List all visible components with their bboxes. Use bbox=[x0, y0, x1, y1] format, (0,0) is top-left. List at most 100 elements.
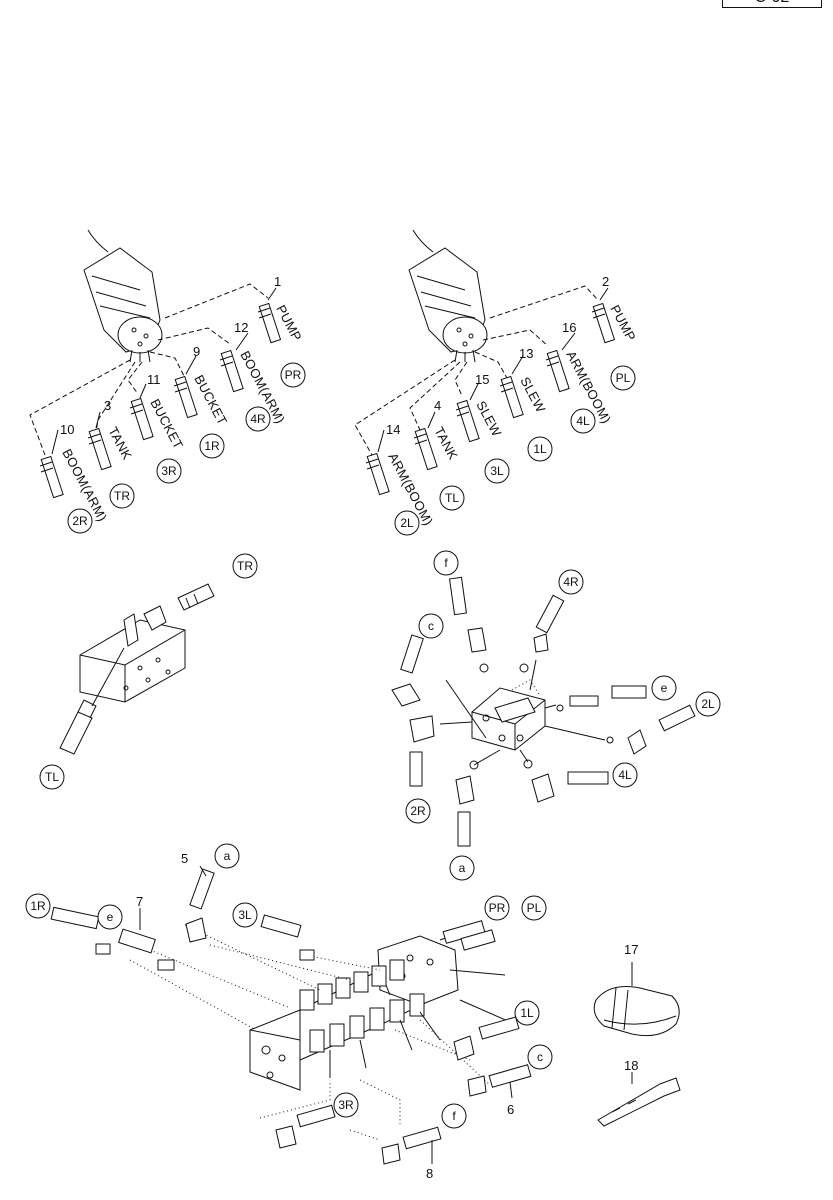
circle-a-bottom: a bbox=[214, 843, 240, 869]
circle-PL-top: PL bbox=[610, 365, 636, 391]
circle-a-mid: a bbox=[449, 855, 475, 881]
callout-15: 15 bbox=[475, 372, 489, 387]
label-bucket-right-b: BUCKET bbox=[147, 396, 186, 451]
circle-1R-bottom: 1R bbox=[25, 893, 51, 919]
callout-14: 14 bbox=[386, 422, 400, 437]
svg-text:PL: PL bbox=[616, 371, 631, 385]
callout-12: 12 bbox=[234, 320, 248, 335]
callout-9: 9 bbox=[193, 344, 200, 359]
svg-text:TR: TR bbox=[114, 489, 130, 503]
circle-3L-bottom: 3L bbox=[232, 902, 258, 928]
port-block bbox=[391, 576, 696, 847]
svg-text:2L: 2L bbox=[400, 516, 414, 530]
fitting-10 bbox=[39, 455, 64, 499]
svg-text:1R: 1R bbox=[30, 899, 46, 913]
svg-text:e: e bbox=[661, 681, 668, 695]
circle-PL-bottom: PL bbox=[521, 895, 547, 921]
callout-5: 5 bbox=[181, 851, 188, 866]
circle-PR-bottom: PR bbox=[484, 895, 510, 921]
fitting-1 bbox=[257, 302, 282, 344]
callout-10: 10 bbox=[60, 422, 74, 437]
part-17-clamp bbox=[593, 986, 680, 1037]
svg-text:c: c bbox=[537, 1050, 543, 1064]
circle-c-bottom: c bbox=[527, 1044, 553, 1070]
callout-3: 3 bbox=[104, 398, 111, 413]
svg-text:PR: PR bbox=[285, 368, 302, 382]
callout-16: 16 bbox=[562, 320, 576, 335]
circle-PR-top: PR bbox=[280, 362, 306, 388]
svg-text:2L: 2L bbox=[701, 697, 715, 711]
callout-6: 6 bbox=[507, 1102, 514, 1117]
circle-e-bottom: e bbox=[97, 904, 123, 930]
fitting-2 bbox=[591, 302, 616, 344]
callout-4: 4 bbox=[434, 398, 441, 413]
fitting-4 bbox=[413, 427, 438, 471]
circle-2R-top: 2R bbox=[67, 508, 93, 534]
callout-17: 17 bbox=[624, 942, 638, 957]
svg-text:3L: 3L bbox=[490, 464, 504, 478]
right-joystick-assembly bbox=[29, 229, 269, 456]
fitting-14 bbox=[365, 452, 390, 496]
label-slew-left-a: SLEW bbox=[517, 374, 548, 415]
svg-text:PR: PR bbox=[489, 901, 506, 915]
control-valve bbox=[129, 924, 511, 1141]
valve-fittings bbox=[50, 868, 532, 1165]
svg-text:4L: 4L bbox=[618, 768, 632, 782]
svg-text:a: a bbox=[224, 849, 231, 863]
circle-4R-top: 4R bbox=[245, 406, 271, 432]
circle-TR-mid: TR bbox=[232, 553, 258, 579]
page-code: C-02 bbox=[722, 0, 822, 8]
circle-4R-mid: 4R bbox=[558, 569, 584, 595]
circle-f-mid: f bbox=[433, 550, 459, 576]
svg-text:1L: 1L bbox=[520, 1006, 534, 1020]
callout-18: 18 bbox=[624, 1058, 638, 1073]
svg-text:e: e bbox=[107, 910, 114, 924]
label-bucket-right-a: BUCKET bbox=[191, 372, 230, 427]
circle-c-mid: c bbox=[418, 613, 444, 639]
svg-text:4R: 4R bbox=[563, 575, 579, 589]
fitting-13 bbox=[499, 375, 524, 419]
fitting-3 bbox=[87, 427, 112, 471]
fitting-15 bbox=[455, 399, 480, 443]
circle-1L-top: 1L bbox=[527, 436, 553, 462]
svg-text:PL: PL bbox=[527, 901, 542, 915]
circle-4L-mid: 4L bbox=[612, 762, 638, 788]
label-slew-left-b: SLEW bbox=[473, 398, 504, 439]
circle-TL-top: TL bbox=[439, 485, 465, 511]
left-joystick-assembly bbox=[354, 229, 599, 456]
circle-TL-mid: TL bbox=[39, 764, 65, 790]
svg-text:c: c bbox=[428, 619, 434, 633]
circle-4L-top: 4L bbox=[570, 408, 596, 434]
svg-text:4R: 4R bbox=[250, 412, 266, 426]
label-tank-left: TANK bbox=[431, 424, 461, 462]
svg-text:TL: TL bbox=[445, 491, 459, 505]
svg-text:2R: 2R bbox=[72, 514, 88, 528]
fitting-11 bbox=[129, 397, 154, 441]
svg-text:TR: TR bbox=[237, 559, 253, 573]
circle-2R-mid: 2R bbox=[405, 798, 431, 824]
svg-text:4L: 4L bbox=[576, 414, 590, 428]
part-18-cable-tie bbox=[597, 1077, 681, 1127]
callout-13: 13 bbox=[519, 346, 533, 361]
svg-text:2R: 2R bbox=[410, 804, 426, 818]
circle-3R-bottom: 3R bbox=[333, 1092, 359, 1118]
circle-1L-bottom: 1L bbox=[514, 1000, 540, 1026]
circle-2L-top: 2L bbox=[394, 510, 420, 536]
circle-2L-mid: 2L bbox=[695, 691, 721, 717]
svg-text:3R: 3R bbox=[161, 464, 177, 478]
fitting-12 bbox=[219, 349, 244, 393]
circle-1R-top: 1R bbox=[199, 433, 225, 459]
svg-text:TL: TL bbox=[45, 770, 59, 784]
callout-8: 8 bbox=[426, 1166, 433, 1181]
svg-text:1L: 1L bbox=[533, 442, 547, 456]
circle-f-bottom: f bbox=[441, 1103, 467, 1129]
circle-3L-top: 3L bbox=[484, 458, 510, 484]
svg-text:f: f bbox=[452, 1109, 456, 1123]
callout-1: 1 bbox=[274, 274, 281, 289]
circle-3R-top: 3R bbox=[156, 458, 182, 484]
callout-7: 7 bbox=[136, 894, 143, 909]
circle-TR-top: TR bbox=[109, 483, 135, 509]
callout-11: 11 bbox=[147, 372, 161, 387]
svg-text:f: f bbox=[444, 556, 448, 570]
